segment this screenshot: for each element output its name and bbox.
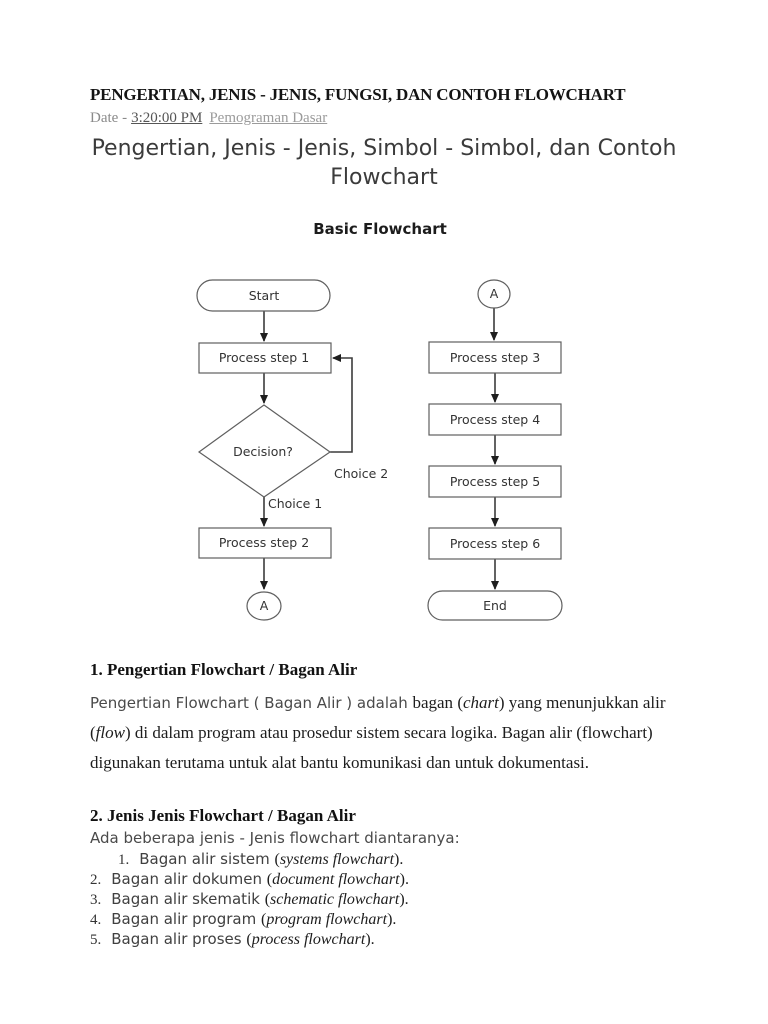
edge-decision-choice2-loop <box>330 354 353 453</box>
list-item-number: 4. <box>90 912 102 928</box>
list-item: 3. Bagan alir skematik (schematic flowch… <box>90 890 690 910</box>
post-meta: Date -3:20:00 PM Pemograman Dasar <box>90 110 710 127</box>
flowchart-types-list: 1. Bagan alir sistem (systems flowchart)… <box>90 850 690 950</box>
flowchart-title: Basic Flowchart <box>313 220 447 238</box>
process-step-2-shape <box>198 527 332 559</box>
connector-a-right-shape <box>477 279 511 309</box>
list-item-text: Bagan alir skematik (schematic flowchart… <box>111 890 409 908</box>
process-step-3-shape <box>428 341 562 374</box>
list-item: 5. Bagan alir proses (process flowchart)… <box>90 930 690 950</box>
category-link[interactable]: Pemograman Dasar <box>209 110 328 126</box>
process-step-6-label: Process step 6 <box>450 536 540 551</box>
page-title: Pengertian, Jenis - Jenis, Simbol - Simb… <box>91 136 677 190</box>
start-node-shape <box>196 279 331 312</box>
process-step-1-label: Process step 1 <box>219 350 309 365</box>
list-item-number: 3. <box>90 892 102 908</box>
list-item-number: 1. <box>118 852 130 868</box>
list-item-number: 2. <box>90 872 102 888</box>
process-step-5-label: Process step 5 <box>450 474 540 489</box>
section-2-intro: Ada beberapa jenis - Jenis flowchart dia… <box>90 829 460 847</box>
process-step-6-shape <box>428 527 562 560</box>
section-2-heading: 2. Jenis Jenis Flowchart / Bagan Alir <box>90 806 356 825</box>
decision-node-label: Decision? <box>233 444 293 459</box>
flow-nodes <box>196 279 563 621</box>
list-item-text: Bagan alir program (program flowchart). <box>111 910 397 928</box>
list-item-text: Bagan alir dokumen (document flowchart). <box>111 870 409 888</box>
list-item: 2. Bagan alir dokumen (document flowchar… <box>90 870 690 890</box>
date-label: Date - <box>90 110 128 126</box>
date-time-link[interactable]: 3:20:00 PM <box>131 110 203 126</box>
section-1-paragraph: Pengertian Flowchart ( Bagan Alir ) adal… <box>90 693 666 772</box>
list-item-number: 5. <box>90 932 102 948</box>
process-step-4-shape <box>428 403 562 436</box>
process-step-2-label: Process step 2 <box>219 535 309 550</box>
process-step-5-shape <box>428 465 562 498</box>
choice-1-edge-label: Choice 1 <box>268 496 322 511</box>
decision-node-shape <box>197 404 332 498</box>
choice-2-edge-label: Choice 2 <box>334 466 388 481</box>
connector-a-left-label: A <box>260 598 269 613</box>
section-1-heading: 1. Pengertian Flowchart / Bagan Alir <box>90 660 358 679</box>
section-pengertian: 1. Pengertian Flowchart / Bagan Alir Pen… <box>90 660 682 778</box>
process-step-1-shape <box>198 342 332 374</box>
end-node-shape <box>427 590 563 621</box>
list-item: 4. Bagan alir program (program flowchart… <box>90 910 690 930</box>
list-item-text: Bagan alir sistem (systems flowchart). <box>139 850 404 868</box>
basic-flowchart-diagram: Start Process step 1 Decision? Process s… <box>196 279 563 621</box>
list-item-text: Bagan alir proses (process flowchart). <box>111 930 375 948</box>
flow-labels: Start Process step 1 Decision? Process s… <box>219 286 540 613</box>
post-title: PENGERTIAN, JENIS - JENIS, FUNGSI, DAN C… <box>90 85 626 104</box>
process-step-3-label: Process step 3 <box>450 350 540 365</box>
end-node-label: End <box>483 598 507 613</box>
section-jenis: 2. Jenis Jenis Flowchart / Bagan Alir Ad… <box>90 806 690 950</box>
process-step-4-label: Process step 4 <box>450 412 540 427</box>
start-node-label: Start <box>249 288 280 303</box>
connector-a-right-label: A <box>490 286 499 301</box>
list-item: 1. Bagan alir sistem (systems flowchart)… <box>90 850 690 870</box>
connector-a-left-shape <box>246 591 282 621</box>
flow-edges <box>260 308 499 590</box>
